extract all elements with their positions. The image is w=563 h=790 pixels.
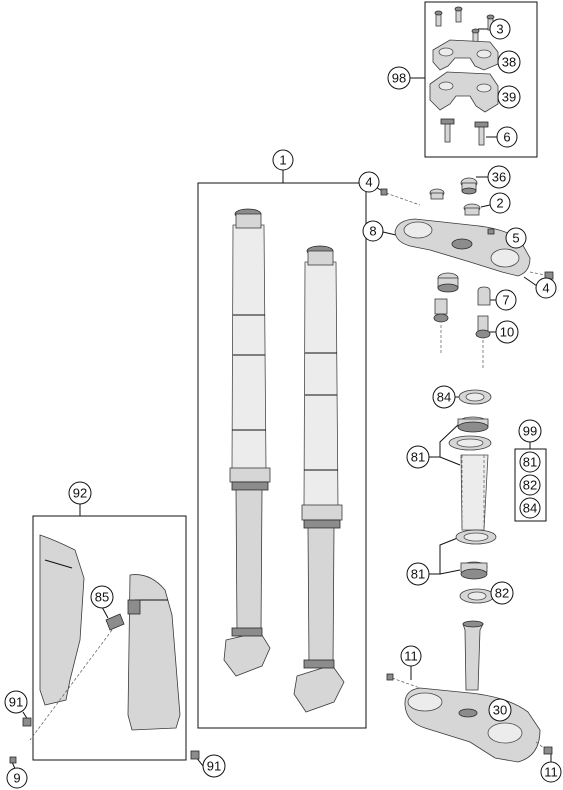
svg-text:81: 81	[411, 567, 425, 582]
svg-text:39: 39	[502, 90, 516, 105]
callout-10: 10	[495, 320, 519, 344]
callout-11-upper: 11	[400, 645, 422, 667]
callout-5: 5	[505, 227, 527, 249]
fork-legs-group-frame	[197, 182, 367, 729]
handlebar-clamp-group-frame	[424, 1, 538, 158]
fork-protector-group-frame	[32, 515, 187, 761]
callout-81-upper: 81	[406, 445, 430, 469]
fork-legs	[223, 208, 345, 713]
callout-9: 9	[6, 767, 28, 789]
callout-91-bottom: 91	[202, 754, 226, 778]
callout-84-kit: 84	[519, 497, 541, 519]
svg-text:99: 99	[523, 424, 537, 439]
svg-text:84: 84	[523, 501, 537, 516]
callout-92: 92	[68, 481, 92, 505]
callout-99: 99	[518, 419, 542, 443]
svg-text:82: 82	[495, 586, 509, 601]
callout-91-left: 91	[4, 690, 28, 714]
svg-text:5: 5	[512, 231, 519, 246]
svg-text:81: 81	[411, 450, 425, 465]
callout-4-lower-right: 4	[535, 277, 557, 299]
svg-text:91: 91	[9, 695, 23, 710]
svg-text:1: 1	[279, 153, 286, 168]
svg-text:92: 92	[73, 486, 87, 501]
svg-text:98: 98	[392, 71, 406, 86]
steering-bearing-parts	[448, 389, 497, 604]
svg-text:11: 11	[404, 649, 418, 664]
callout-11-lower: 11	[540, 761, 562, 783]
callout-30: 30	[488, 698, 512, 722]
callout-4-upper-left: 4	[358, 171, 380, 193]
svg-text:11: 11	[544, 765, 558, 780]
svg-text:84: 84	[437, 390, 451, 405]
callout-8: 8	[362, 220, 384, 242]
svg-text:7: 7	[502, 293, 509, 308]
handlebar-clamp-parts	[429, 6, 499, 146]
svg-text:36: 36	[492, 170, 506, 185]
callout-38: 38	[497, 50, 521, 74]
svg-text:9: 9	[13, 771, 20, 786]
lower-triple-clamp-parts	[386, 620, 553, 763]
callout-85: 85	[90, 585, 114, 609]
callout-36: 36	[487, 165, 511, 189]
svg-text:4: 4	[542, 281, 549, 296]
upper-triple-clamp-parts	[380, 177, 554, 368]
callout-84-upper: 84	[432, 385, 456, 409]
svg-text:81: 81	[523, 455, 537, 470]
svg-text:10: 10	[500, 325, 514, 340]
callout-82-lower: 82	[490, 581, 514, 605]
callout-39: 39	[497, 85, 521, 109]
svg-text:82: 82	[523, 478, 537, 493]
callout-81-kit: 81	[519, 451, 541, 473]
svg-text:8: 8	[369, 224, 376, 239]
fork-protectors	[9, 534, 200, 764]
callout-3: 3	[489, 18, 511, 40]
callout-6: 6	[496, 126, 518, 148]
svg-text:3: 3	[496, 22, 503, 37]
callout-2: 2	[489, 192, 511, 214]
svg-text:4: 4	[365, 175, 372, 190]
svg-text:85: 85	[95, 590, 109, 605]
leader-lines	[11, 28, 552, 774]
callout-98: 98	[387, 66, 411, 90]
svg-text:38: 38	[502, 55, 516, 70]
svg-text:6: 6	[503, 130, 510, 145]
callout-81-lower: 81	[406, 562, 430, 586]
callout-1: 1	[272, 149, 294, 171]
svg-text:30: 30	[493, 703, 507, 718]
callout-7: 7	[495, 289, 517, 311]
callout-82-kit: 82	[519, 474, 541, 496]
svg-text:91: 91	[207, 759, 221, 774]
svg-text:2: 2	[496, 196, 503, 211]
